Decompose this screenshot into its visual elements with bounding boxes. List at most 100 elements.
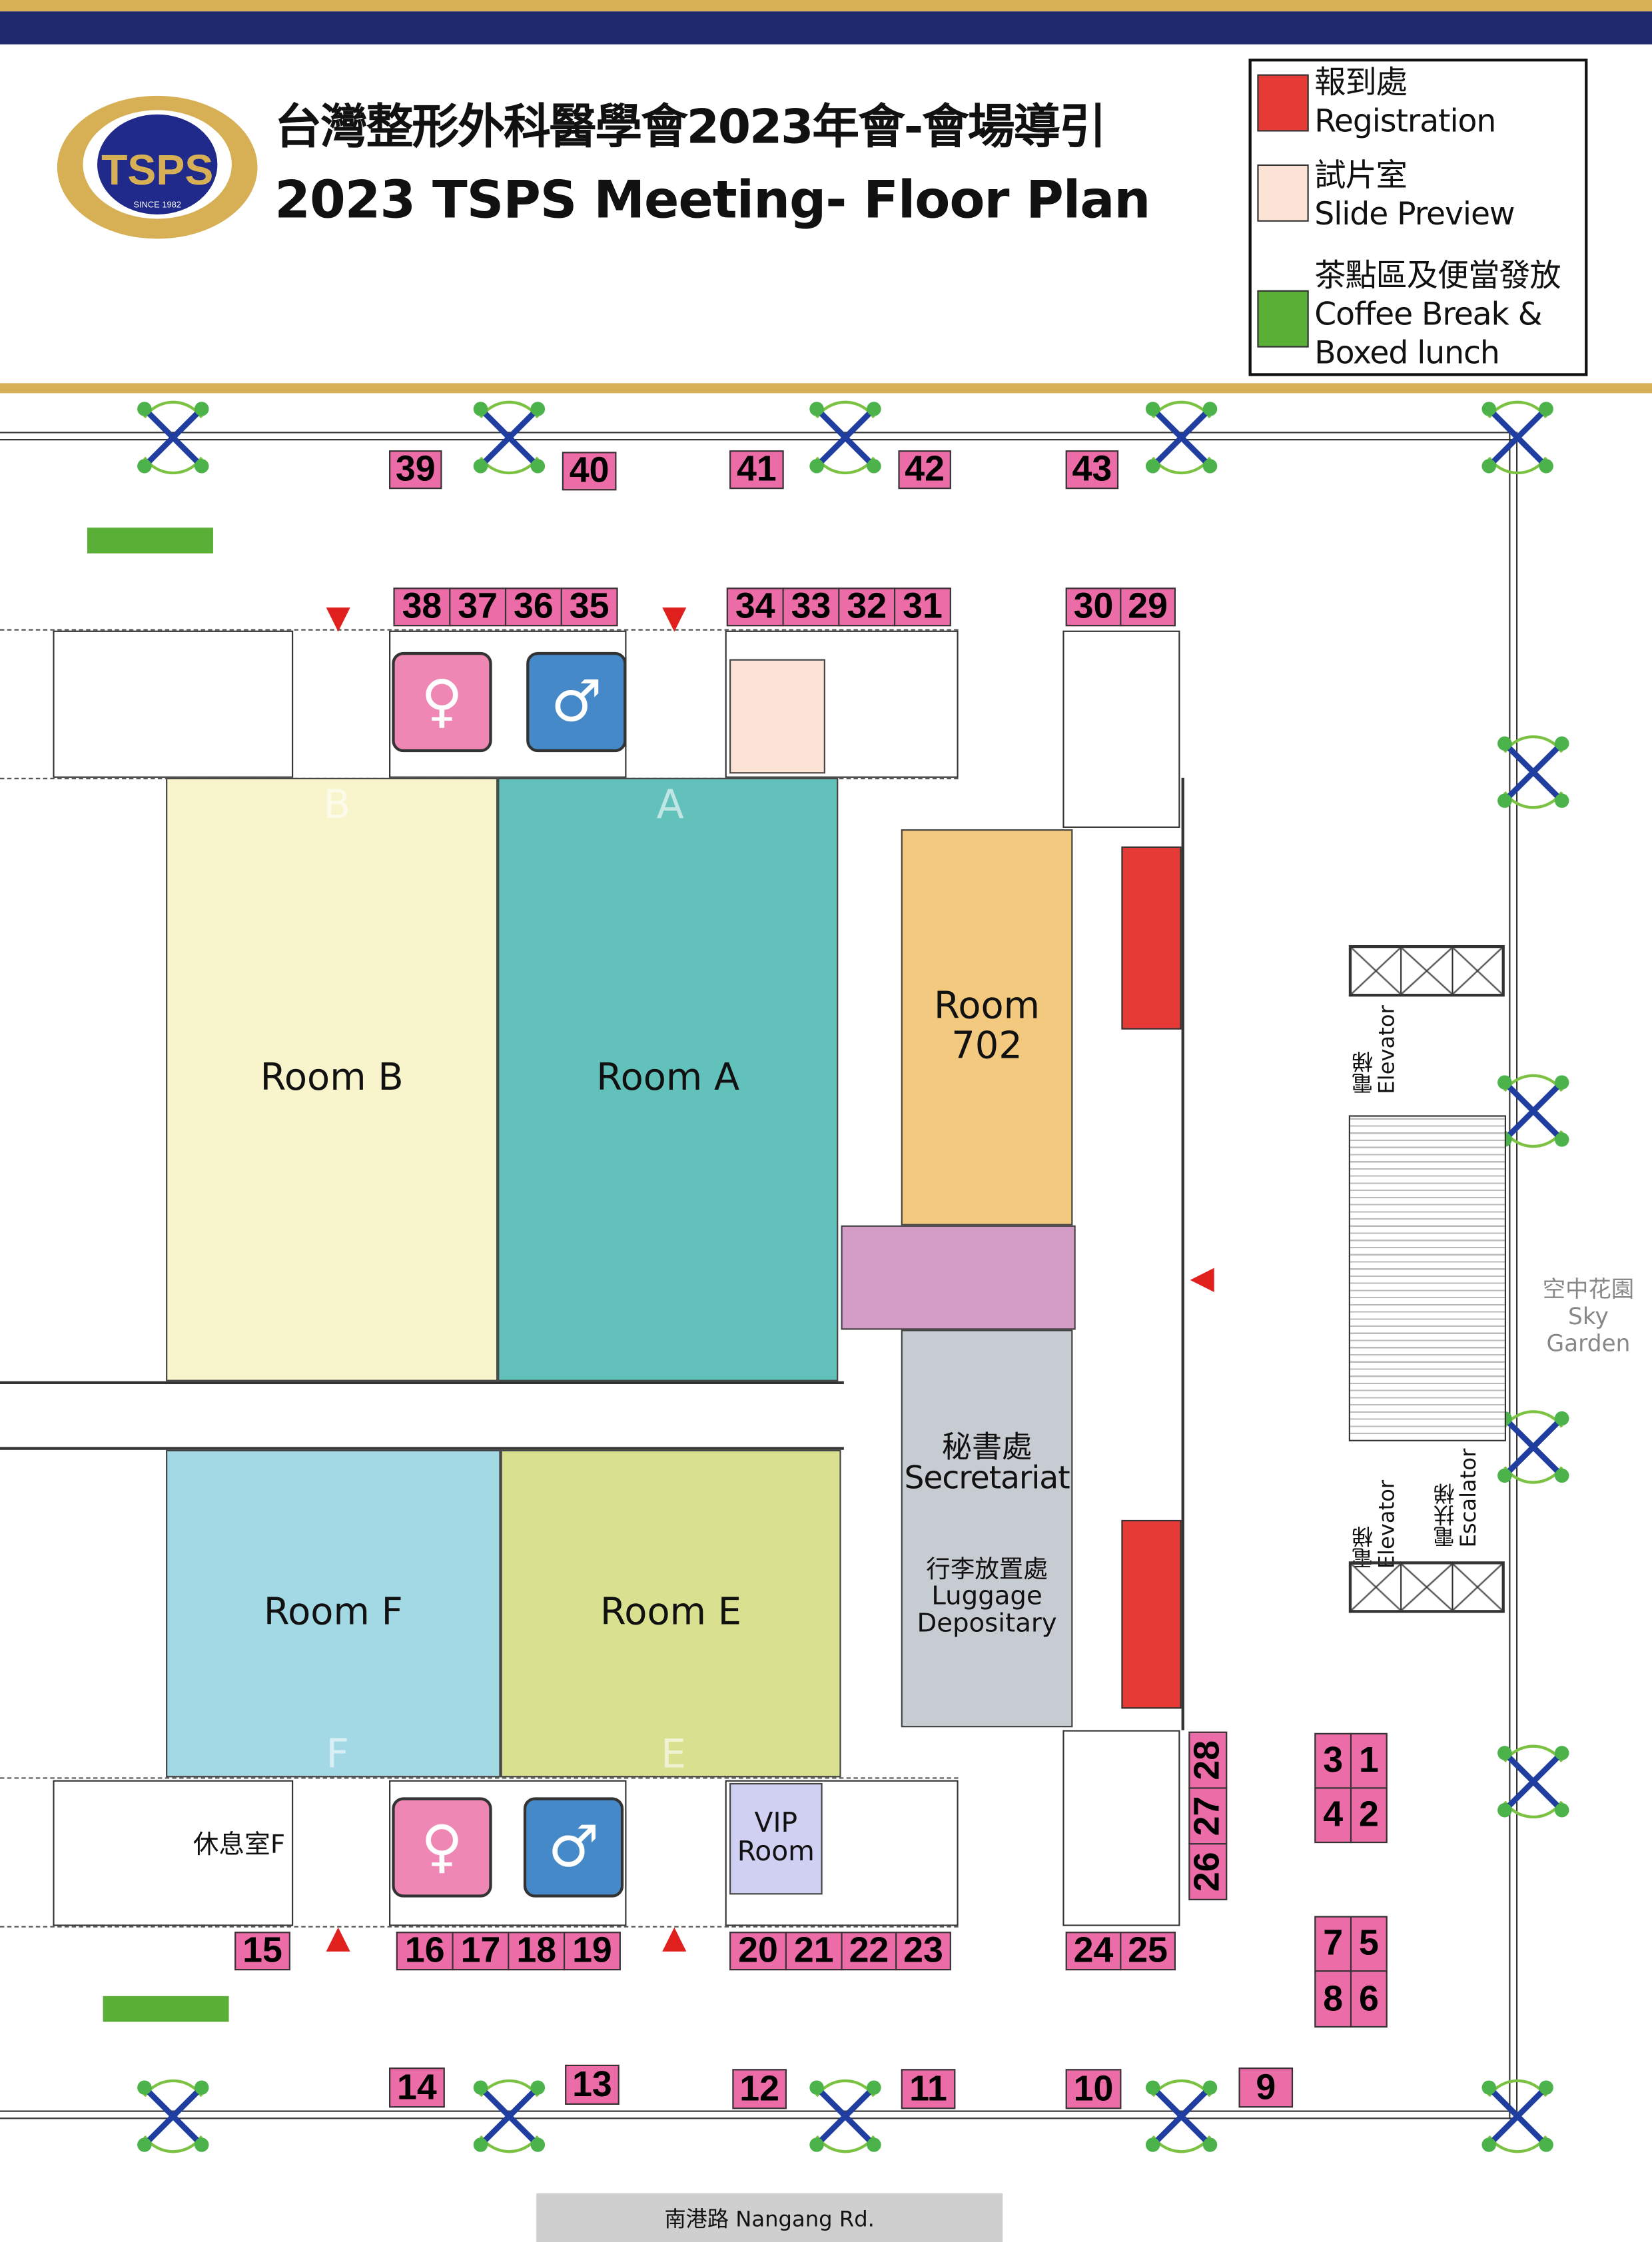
booth[interactable]: 15 bbox=[234, 1932, 290, 1971]
booth[interactable]: 36 bbox=[504, 587, 562, 627]
lounge-f bbox=[53, 1780, 294, 1926]
booth[interactable]: 16 bbox=[396, 1932, 454, 1971]
booth[interactable]: 2 bbox=[1350, 1787, 1388, 1844]
booth[interactable]: 26 bbox=[1187, 1843, 1228, 1900]
room-a-label: Room A bbox=[596, 1057, 740, 1100]
booth[interactable]: 6 bbox=[1350, 1970, 1388, 2028]
booth[interactable]: 31 bbox=[894, 587, 951, 627]
header-divider bbox=[0, 383, 1652, 394]
svg-text:TSPS: TSPS bbox=[101, 146, 213, 194]
booth[interactable]: 3 bbox=[1314, 1732, 1352, 1789]
slide-preview-room[interactable] bbox=[729, 659, 825, 774]
womens-restroom-icon: ♀ bbox=[392, 651, 492, 753]
booth[interactable]: 17 bbox=[452, 1932, 510, 1971]
room-f-label: Room F bbox=[263, 1591, 403, 1635]
womens-restroom-icon: ♀ bbox=[392, 1797, 492, 1898]
booth[interactable]: 32 bbox=[838, 587, 896, 627]
escalator bbox=[1348, 1115, 1507, 1441]
legend-label-en: Slide Preview bbox=[1314, 196, 1515, 233]
booth[interactable]: 25 bbox=[1120, 1932, 1176, 1971]
room-702-label: Room bbox=[934, 985, 1040, 1028]
door-e-label: E bbox=[661, 1730, 687, 1778]
booth[interactable]: 10 bbox=[1065, 2069, 1122, 2109]
registration-desk[interactable] bbox=[1121, 846, 1182, 1030]
legend-label-zh: 報到處 bbox=[1314, 65, 1408, 102]
booth[interactable]: 28 bbox=[1187, 1731, 1228, 1789]
room-a[interactable]: Room A bbox=[498, 777, 839, 1381]
legend-label-en: Coffee Break & bbox=[1314, 297, 1542, 333]
top-navy-band bbox=[0, 11, 1652, 45]
registration-desk[interactable] bbox=[1121, 1519, 1182, 1709]
mens-restroom-icon: ♂ bbox=[526, 651, 627, 753]
booth[interactable]: 18 bbox=[508, 1932, 566, 1971]
booth[interactable]: 39 bbox=[389, 450, 442, 490]
entrance-arrow-up-icon: ▲ bbox=[662, 1920, 687, 1956]
booth[interactable]: 35 bbox=[560, 587, 618, 627]
room-b[interactable]: Room B bbox=[166, 777, 498, 1381]
entrance-arrow-up-icon: ▲ bbox=[326, 1920, 350, 1956]
mens-restroom-icon: ♂ bbox=[523, 1797, 624, 1898]
vip-label-room: Room bbox=[737, 1836, 815, 1868]
booth[interactable]: 34 bbox=[726, 587, 784, 627]
luggage-label-zh: 行李放置處 bbox=[926, 1555, 1048, 1585]
room-b-label: Room B bbox=[260, 1057, 404, 1100]
booth[interactable]: 22 bbox=[841, 1932, 897, 1971]
legend-label-en: Registration bbox=[1314, 104, 1496, 141]
booth[interactable]: 12 bbox=[732, 2069, 787, 2109]
service-block-b bbox=[53, 630, 294, 778]
booth[interactable]: 40 bbox=[562, 452, 617, 491]
secretariat-label-en: Secretariat bbox=[904, 1461, 1070, 1497]
title-zh: 台灣整形外科醫學會2023年會-會場導引 bbox=[274, 99, 1106, 155]
booth[interactable]: 5 bbox=[1350, 1916, 1388, 1972]
booth[interactable]: 4 bbox=[1314, 1787, 1352, 1844]
booth[interactable]: 11 bbox=[901, 2069, 956, 2109]
title-en: 2023 TSPS Meeting- Floor Plan bbox=[274, 171, 1150, 230]
booth[interactable]: 37 bbox=[449, 587, 507, 627]
secretariat[interactable]: 秘書處 Secretariat 行李放置處 Luggage Depositary bbox=[901, 1329, 1073, 1728]
east-corridor bbox=[838, 777, 1184, 1730]
room-e[interactable]: Room E bbox=[500, 1449, 841, 1778]
booth[interactable]: 30 bbox=[1065, 587, 1122, 627]
entrance-arrow-down-icon: ▼ bbox=[662, 600, 687, 637]
booth[interactable]: 38 bbox=[393, 587, 451, 627]
secretariat-label-zh: 秘書處 bbox=[941, 1429, 1032, 1465]
booth[interactable]: 20 bbox=[729, 1932, 787, 1971]
booth[interactable]: 13 bbox=[565, 2064, 620, 2105]
booth[interactable]: 7 bbox=[1314, 1916, 1352, 1972]
booth[interactable]: 33 bbox=[782, 587, 840, 627]
booth[interactable]: 29 bbox=[1120, 587, 1176, 627]
registration-swatch bbox=[1257, 74, 1309, 132]
door-a-label: A bbox=[656, 781, 684, 828]
booth[interactable]: 19 bbox=[563, 1932, 621, 1971]
booth[interactable]: 43 bbox=[1065, 450, 1119, 490]
legend-label-zh: 試片室 bbox=[1314, 159, 1408, 194]
luggage-label-en2: Depositary bbox=[917, 1608, 1057, 1639]
coffee-break-area[interactable] bbox=[103, 1996, 229, 2022]
elevator-bank-north bbox=[1348, 944, 1505, 997]
elevator-bank-south bbox=[1348, 1561, 1505, 1613]
booth[interactable]: 21 bbox=[785, 1932, 843, 1971]
room-f[interactable]: Room F bbox=[166, 1449, 501, 1778]
booth[interactable]: 8 bbox=[1314, 1970, 1352, 2028]
booth[interactable]: 14 bbox=[389, 2067, 445, 2108]
booth[interactable]: 24 bbox=[1065, 1932, 1122, 1971]
booth[interactable]: 42 bbox=[898, 450, 951, 490]
entrance-arrow-left-icon: ◀ bbox=[1190, 1261, 1214, 1298]
entrance-arrow-down-icon: ▼ bbox=[326, 600, 350, 637]
booth[interactable]: 27 bbox=[1187, 1787, 1228, 1845]
south-wall bbox=[0, 2110, 1517, 2119]
booth[interactable]: 23 bbox=[895, 1932, 951, 1971]
legend-label-en: Boxed lunch bbox=[1314, 335, 1500, 372]
service-block-se bbox=[1062, 1730, 1180, 1926]
booth[interactable]: 41 bbox=[729, 450, 784, 490]
coffee-break-area[interactable] bbox=[87, 528, 213, 554]
booth[interactable]: 1 bbox=[1350, 1732, 1388, 1789]
booth[interactable]: 9 bbox=[1238, 2067, 1294, 2108]
